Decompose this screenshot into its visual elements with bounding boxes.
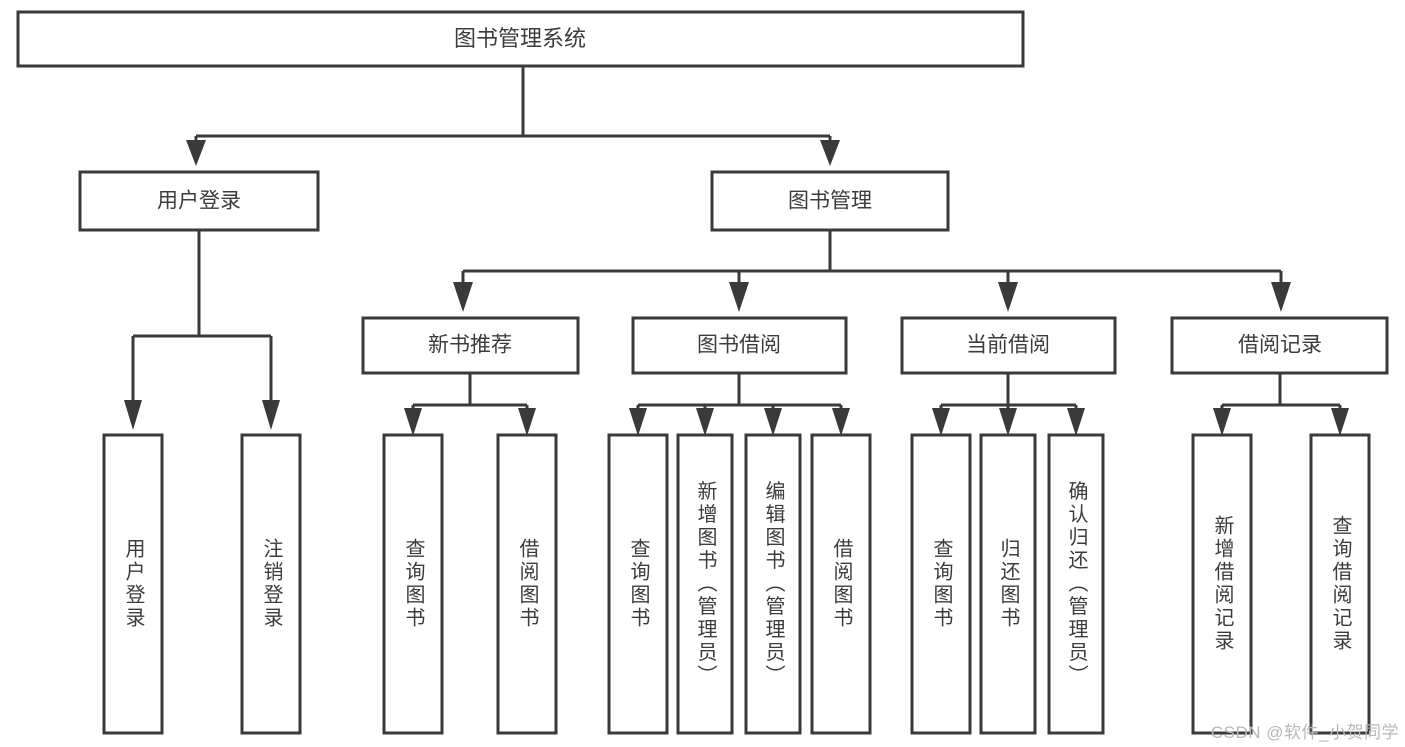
leaf-borrow-book-1-label: 借阅图书: [516, 538, 539, 630]
book-borrow-label: 图书借阅: [697, 334, 781, 357]
leaf-query-book-3[interactable]: 查询图书: [910, 433, 972, 735]
node-book-management[interactable]: 图书管理: [710, 170, 950, 232]
arrow-leaf-logout: [262, 400, 280, 430]
leaf-query-book-1[interactable]: 查询图书: [382, 433, 444, 735]
leaf-user-login-label: 用户登录: [122, 538, 145, 630]
arrow-to-new-book-recommend: [453, 282, 473, 312]
book-management-box[interactable]: [710, 170, 950, 232]
arrow-leaf-confirm-return: [1067, 408, 1085, 436]
leaf-user-login[interactable]: 用户登录: [102, 433, 164, 735]
leaf-logout[interactable]: 注销登录: [240, 433, 302, 735]
current-borrow-box[interactable]: [900, 316, 1117, 375]
leaf-borrow-book-1[interactable]: 借阅图书: [496, 433, 558, 735]
arrow-to-current-borrow: [998, 282, 1018, 312]
leaf-borrow-book-1-box[interactable]: [496, 433, 558, 735]
leaf-query-record-box[interactable]: [1309, 433, 1371, 735]
new-book-recommend-label: 新书推荐: [428, 334, 512, 357]
leaf-borrow-book-2-box[interactable]: [810, 433, 872, 735]
leaf-add-record[interactable]: 新增借阅记录: [1191, 433, 1253, 735]
leaf-add-book-box[interactable]: [676, 433, 734, 735]
leaf-logout-box[interactable]: [240, 433, 302, 735]
leaf-query-record[interactable]: 查询借阅记录: [1309, 433, 1371, 735]
arrow-leaf-edit-book: [764, 408, 782, 436]
book-management-label: 图书管理: [788, 190, 872, 213]
leaf-confirm-return-label: 确认归还（管理员）: [1065, 480, 1088, 687]
leaf-add-record-box[interactable]: [1191, 433, 1253, 735]
leaf-return-book[interactable]: 归还图书: [979, 433, 1037, 735]
arrow-leaf-return-book: [999, 408, 1017, 436]
node-borrow-record[interactable]: 借阅记录: [1170, 316, 1389, 375]
node-current-borrow[interactable]: 当前借阅: [900, 316, 1117, 375]
leaf-confirm-return-box[interactable]: [1047, 433, 1105, 735]
leaf-confirm-return[interactable]: 确认归还（管理员）: [1047, 433, 1105, 735]
leaf-edit-book-label: 编辑图书（管理员）: [762, 480, 785, 687]
current-borrow-label: 当前借阅: [966, 334, 1050, 357]
leaf-query-book-2-box[interactable]: [607, 433, 669, 735]
arrow-leaf-add-book: [696, 408, 714, 436]
leaf-query-book-3-label: 查询图书: [930, 538, 953, 630]
arrow-to-user-login: [186, 140, 206, 166]
leaf-return-book-box[interactable]: [979, 433, 1037, 735]
arrow-leaf-user-login: [124, 400, 142, 430]
leaf-return-book-label: 归还图书: [997, 538, 1020, 630]
leaf-add-book-label: 新增图书（管理员）: [694, 480, 717, 687]
arrow-to-book-management: [820, 140, 840, 166]
leaf-borrow-book-2-label: 借阅图书: [830, 538, 853, 630]
leaf-query-book-3-box[interactable]: [910, 433, 972, 735]
borrow-record-box[interactable]: [1170, 316, 1389, 375]
root-box[interactable]: [16, 10, 1025, 68]
arrow-leaf-query-book-3: [932, 408, 950, 436]
leaf-add-record-label: 新增借阅记录: [1211, 515, 1234, 653]
borrow-record-label: 借阅记录: [1238, 334, 1322, 357]
leaf-add-book[interactable]: 新增图书（管理员）: [676, 433, 734, 735]
leaf-query-book-2-label: 查询图书: [627, 538, 650, 630]
arrow-to-borrow-record: [1271, 282, 1291, 312]
new-book-recommend-box[interactable]: [361, 316, 580, 375]
leaf-logout-label: 注销登录: [260, 538, 283, 630]
arrow-leaf-query-book-2: [629, 408, 647, 436]
leaf-user-login-box[interactable]: [102, 433, 164, 735]
root-label: 图书管理系统: [454, 26, 586, 51]
node-user-login[interactable]: 用户登录: [78, 170, 320, 232]
leaf-edit-book-box[interactable]: [744, 433, 802, 735]
arrow-leaf-add-record: [1213, 408, 1231, 436]
node-new-book-recommend[interactable]: 新书推荐: [361, 316, 580, 375]
node-root[interactable]: 图书管理系统: [16, 10, 1025, 68]
leaf-query-book-1-box[interactable]: [382, 433, 444, 735]
arrow-to-book-borrow: [729, 282, 749, 312]
leaf-edit-book[interactable]: 编辑图书（管理员）: [744, 433, 802, 735]
node-book-borrow[interactable]: 图书借阅: [631, 316, 848, 375]
leaf-query-record-label: 查询借阅记录: [1329, 515, 1352, 653]
leaf-query-book-1-label: 查询图书: [402, 538, 425, 630]
book-borrow-box[interactable]: [631, 316, 848, 375]
arrow-leaf-borrow-book-2: [832, 408, 850, 436]
arrow-leaf-query-book-1: [404, 408, 422, 436]
arrow-leaf-borrow-book-1: [518, 408, 536, 436]
leaf-borrow-book-2[interactable]: 借阅图书: [810, 433, 872, 735]
leaf-query-book-2[interactable]: 查询图书: [607, 433, 669, 735]
arrow-leaf-query-record: [1331, 408, 1349, 436]
user-login-label: 用户登录: [157, 190, 241, 213]
